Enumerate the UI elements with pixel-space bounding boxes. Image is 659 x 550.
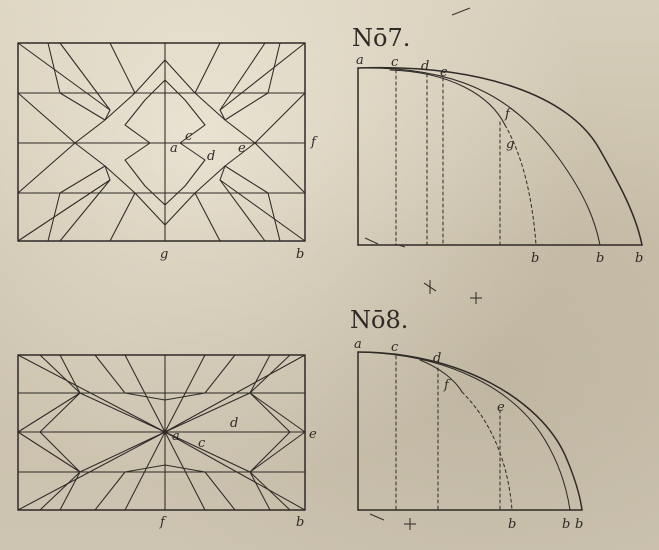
fig7-rib [254, 92, 306, 144]
pen-mark [451, 7, 471, 16]
fig7-rib [194, 42, 221, 94]
fig7-sec-label-b3: b [635, 251, 643, 266]
fig7-rib [109, 42, 136, 94]
fig8-rib [164, 431, 306, 511]
fig7-upper-arc [389, 69, 506, 126]
fig7-sec-label-d: d [421, 59, 429, 74]
fig8-plan-label-d: d [230, 416, 238, 431]
fig7-rib [224, 165, 269, 194]
fig7-rib [17, 179, 111, 242]
fig7-plan-label-f: f [310, 135, 318, 150]
fig7-rib [17, 42, 111, 111]
fig7-dashed-arc [504, 124, 537, 246]
fig7-rib [47, 42, 61, 94]
fig8-rib [17, 431, 166, 511]
fig8-middle-arc [357, 351, 571, 511]
fig8-sec-label-b1: b [508, 517, 516, 532]
fig8-rib [124, 431, 166, 511]
fig8-sec-label-c: c [391, 340, 399, 355]
fig7-sec-label-b1: b [531, 251, 539, 266]
fig8-rib [39, 354, 81, 394]
fig7-rib [219, 165, 226, 181]
fig8-plan: a c d e f b [17, 354, 317, 530]
fig7-rib [59, 42, 111, 111]
fig8-sec-label-b2: b [562, 517, 570, 532]
fig8-section: Nō8. a c d f e b b b [350, 306, 583, 532]
fig7-rib [254, 142, 306, 194]
fig7-rib [267, 192, 281, 242]
fig8-plan-label-e: e [309, 427, 317, 442]
fig7-middle-arc [357, 67, 601, 246]
fig7-section: Nō7. a c d e f g b b b [352, 7, 643, 304]
fig7-stray-marks [364, 7, 482, 304]
fig8-rib [164, 354, 206, 433]
pen-mark [394, 243, 406, 248]
fig8-rib [164, 431, 206, 511]
pen-mark [369, 513, 385, 521]
fig7-rib [104, 165, 111, 181]
fig7-plan-label-b: b [296, 247, 304, 262]
fig7-plan-label-d: d [207, 149, 215, 164]
fig7-rib [109, 192, 136, 242]
fig7-rib [59, 92, 106, 121]
fig7-plan-label-g: g [160, 247, 168, 262]
fig8-plan-label-f: f [159, 515, 167, 530]
fig7-sec-label-g: g [506, 137, 514, 152]
fig8-rib [249, 354, 291, 394]
fig7-sec-label-b2: b [596, 251, 604, 266]
fig7-inner-star [124, 79, 206, 206]
fig7-rib [104, 109, 111, 121]
fig8-star-point [17, 392, 166, 473]
fig8-title: Nō8. [350, 306, 408, 334]
fig8-upper-arc [419, 359, 463, 393]
fig8-stray-marks [369, 513, 416, 530]
fig8-dashed-arc [461, 391, 513, 511]
fig8-plan-label-b: b [296, 515, 304, 530]
fig7-rib [219, 109, 226, 121]
fig7-plan-frame [17, 42, 306, 242]
fig7-rib [59, 165, 106, 194]
fig8-plan-label-a: a [172, 429, 180, 444]
fig7-sec-label-c: c [391, 55, 399, 70]
fig8-plan-label-c: c [198, 436, 206, 451]
fig8-sec-label-d: d [433, 351, 441, 366]
fig7-rib [219, 42, 306, 111]
fig8-sec-label-a: a [354, 337, 362, 352]
fig7-rib [224, 92, 269, 121]
pen-mark [364, 237, 379, 245]
fig7-rib [47, 192, 61, 242]
fig7-sec-label-e: e [440, 65, 448, 80]
fig8-sec-label-e: e [497, 400, 505, 415]
fig7-plan-label-e: e [238, 141, 246, 156]
fig7-rib [219, 179, 266, 242]
fig7-sec-label-a: a [356, 53, 364, 68]
fig8-rib [124, 354, 166, 433]
fig7-rib [194, 192, 221, 242]
fig8-outer-arc [357, 351, 583, 511]
fig7-title: Nō7. [352, 24, 410, 52]
fig7-sec-label-f: f [504, 107, 512, 122]
fig8-rib [39, 471, 81, 511]
fig8-star-point [249, 354, 291, 511]
fig7-plan-label-a: a [170, 141, 178, 156]
fig7-rib [267, 42, 281, 94]
fig7-rib [59, 179, 111, 242]
fig8-sec-label-f: f [443, 378, 451, 393]
fig7-rib [219, 42, 266, 111]
fig8-star-point [164, 392, 306, 473]
fig7-rib [219, 179, 306, 242]
fig7-plan-label-c: c [185, 129, 193, 144]
fig8-star-point [39, 354, 81, 511]
fig7-rib [17, 142, 76, 194]
fig8-rib [249, 471, 291, 511]
fig8-star-point [94, 464, 236, 511]
fig7-plan: a c d e f g b [17, 42, 318, 262]
fig7-rib [17, 92, 76, 144]
fig8-star-point [94, 354, 236, 401]
fig8-sec-label-b3: b [575, 517, 583, 532]
fig7-outer-arc [357, 66, 643, 246]
